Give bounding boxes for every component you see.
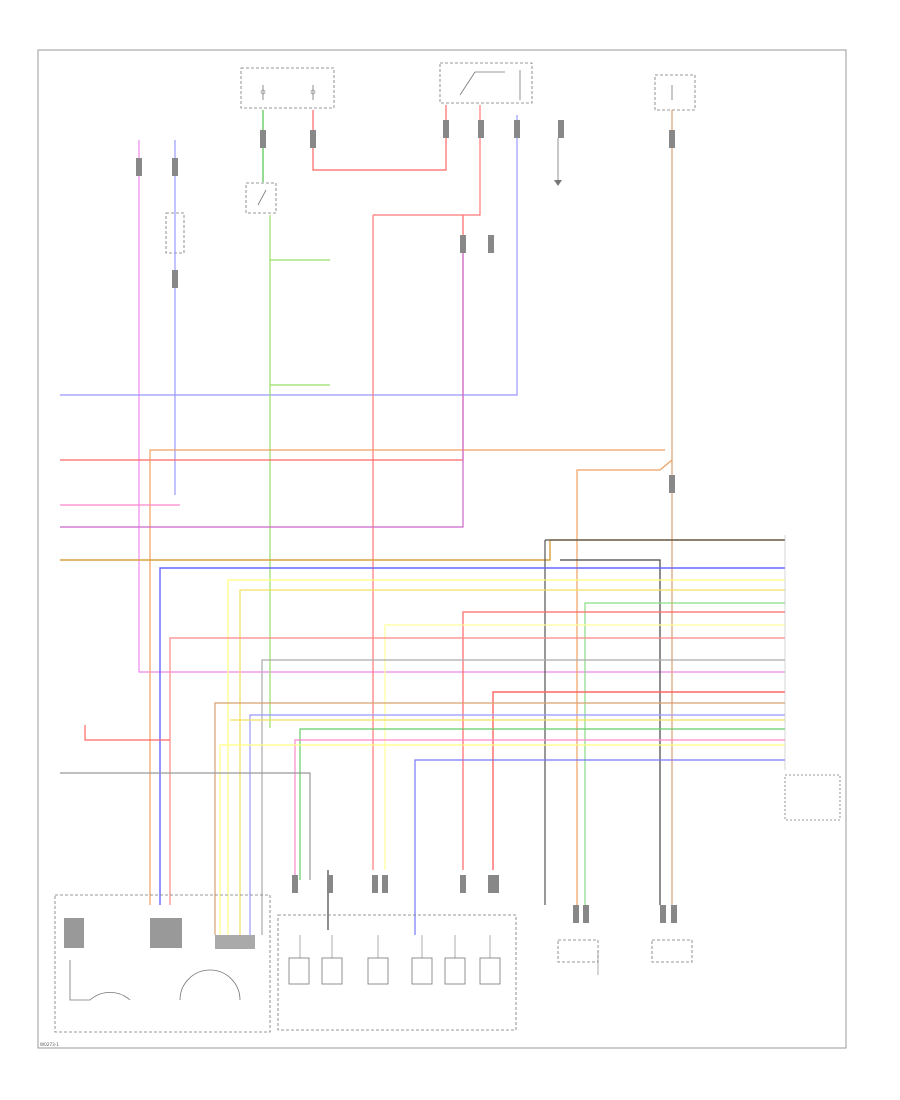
- wire-red-sensor: [84, 725, 170, 741]
- wire-black: [544, 539, 785, 905]
- wire-green-2: [584, 602, 785, 905]
- wire-green-branch: [269, 215, 330, 728]
- fuse-block-top-right: [654, 74, 696, 111]
- wire-gray: [261, 659, 785, 935]
- wire-blue-long: [159, 567, 785, 905]
- wire-yellow-5: [219, 744, 785, 935]
- diagram-footer-id: W0273-1: [40, 1042, 59, 1047]
- wire-gray-horizontal: [60, 772, 311, 880]
- wire-blue-horizontal: [60, 115, 518, 396]
- wire-red-2: [462, 611, 785, 870]
- wire-yellow-3: [239, 589, 785, 935]
- wire-green-3: [299, 728, 785, 880]
- wire-tan-branch: [576, 459, 673, 905]
- pcm-connector-bracket: [784, 535, 841, 821]
- wire-pink-left: [138, 140, 785, 673]
- wire-pink-2: [294, 739, 785, 880]
- wire-tan-2: [214, 702, 785, 935]
- transmission-range-switch: [54, 894, 271, 1033]
- wire-orange-horizontal: [149, 449, 665, 905]
- diagram-frame: [37, 49, 847, 1049]
- wire-yellow-2: [227, 579, 785, 935]
- switch-top-left: [245, 182, 277, 214]
- wire-blue-3: [249, 714, 785, 935]
- solenoid-valve-pack: [277, 914, 517, 1031]
- connector-marks: [136, 120, 677, 923]
- wire-blue-4: [414, 759, 785, 935]
- wire-red-long: [372, 105, 481, 870]
- wire-red-4: [492, 691, 785, 870]
- wire-red-3: [169, 637, 785, 905]
- ground-pin-top-right: [554, 138, 562, 186]
- wire-pale-yellow: [384, 624, 785, 870]
- relay-box-top-middle: [439, 62, 533, 104]
- input-shaft-speed-sensor: [651, 939, 693, 963]
- fuse-block-top-left: [240, 67, 335, 109]
- wire-violet: [60, 240, 464, 528]
- wire-dark-right: [560, 559, 661, 905]
- output-shaft-speed-sensor: [557, 939, 599, 975]
